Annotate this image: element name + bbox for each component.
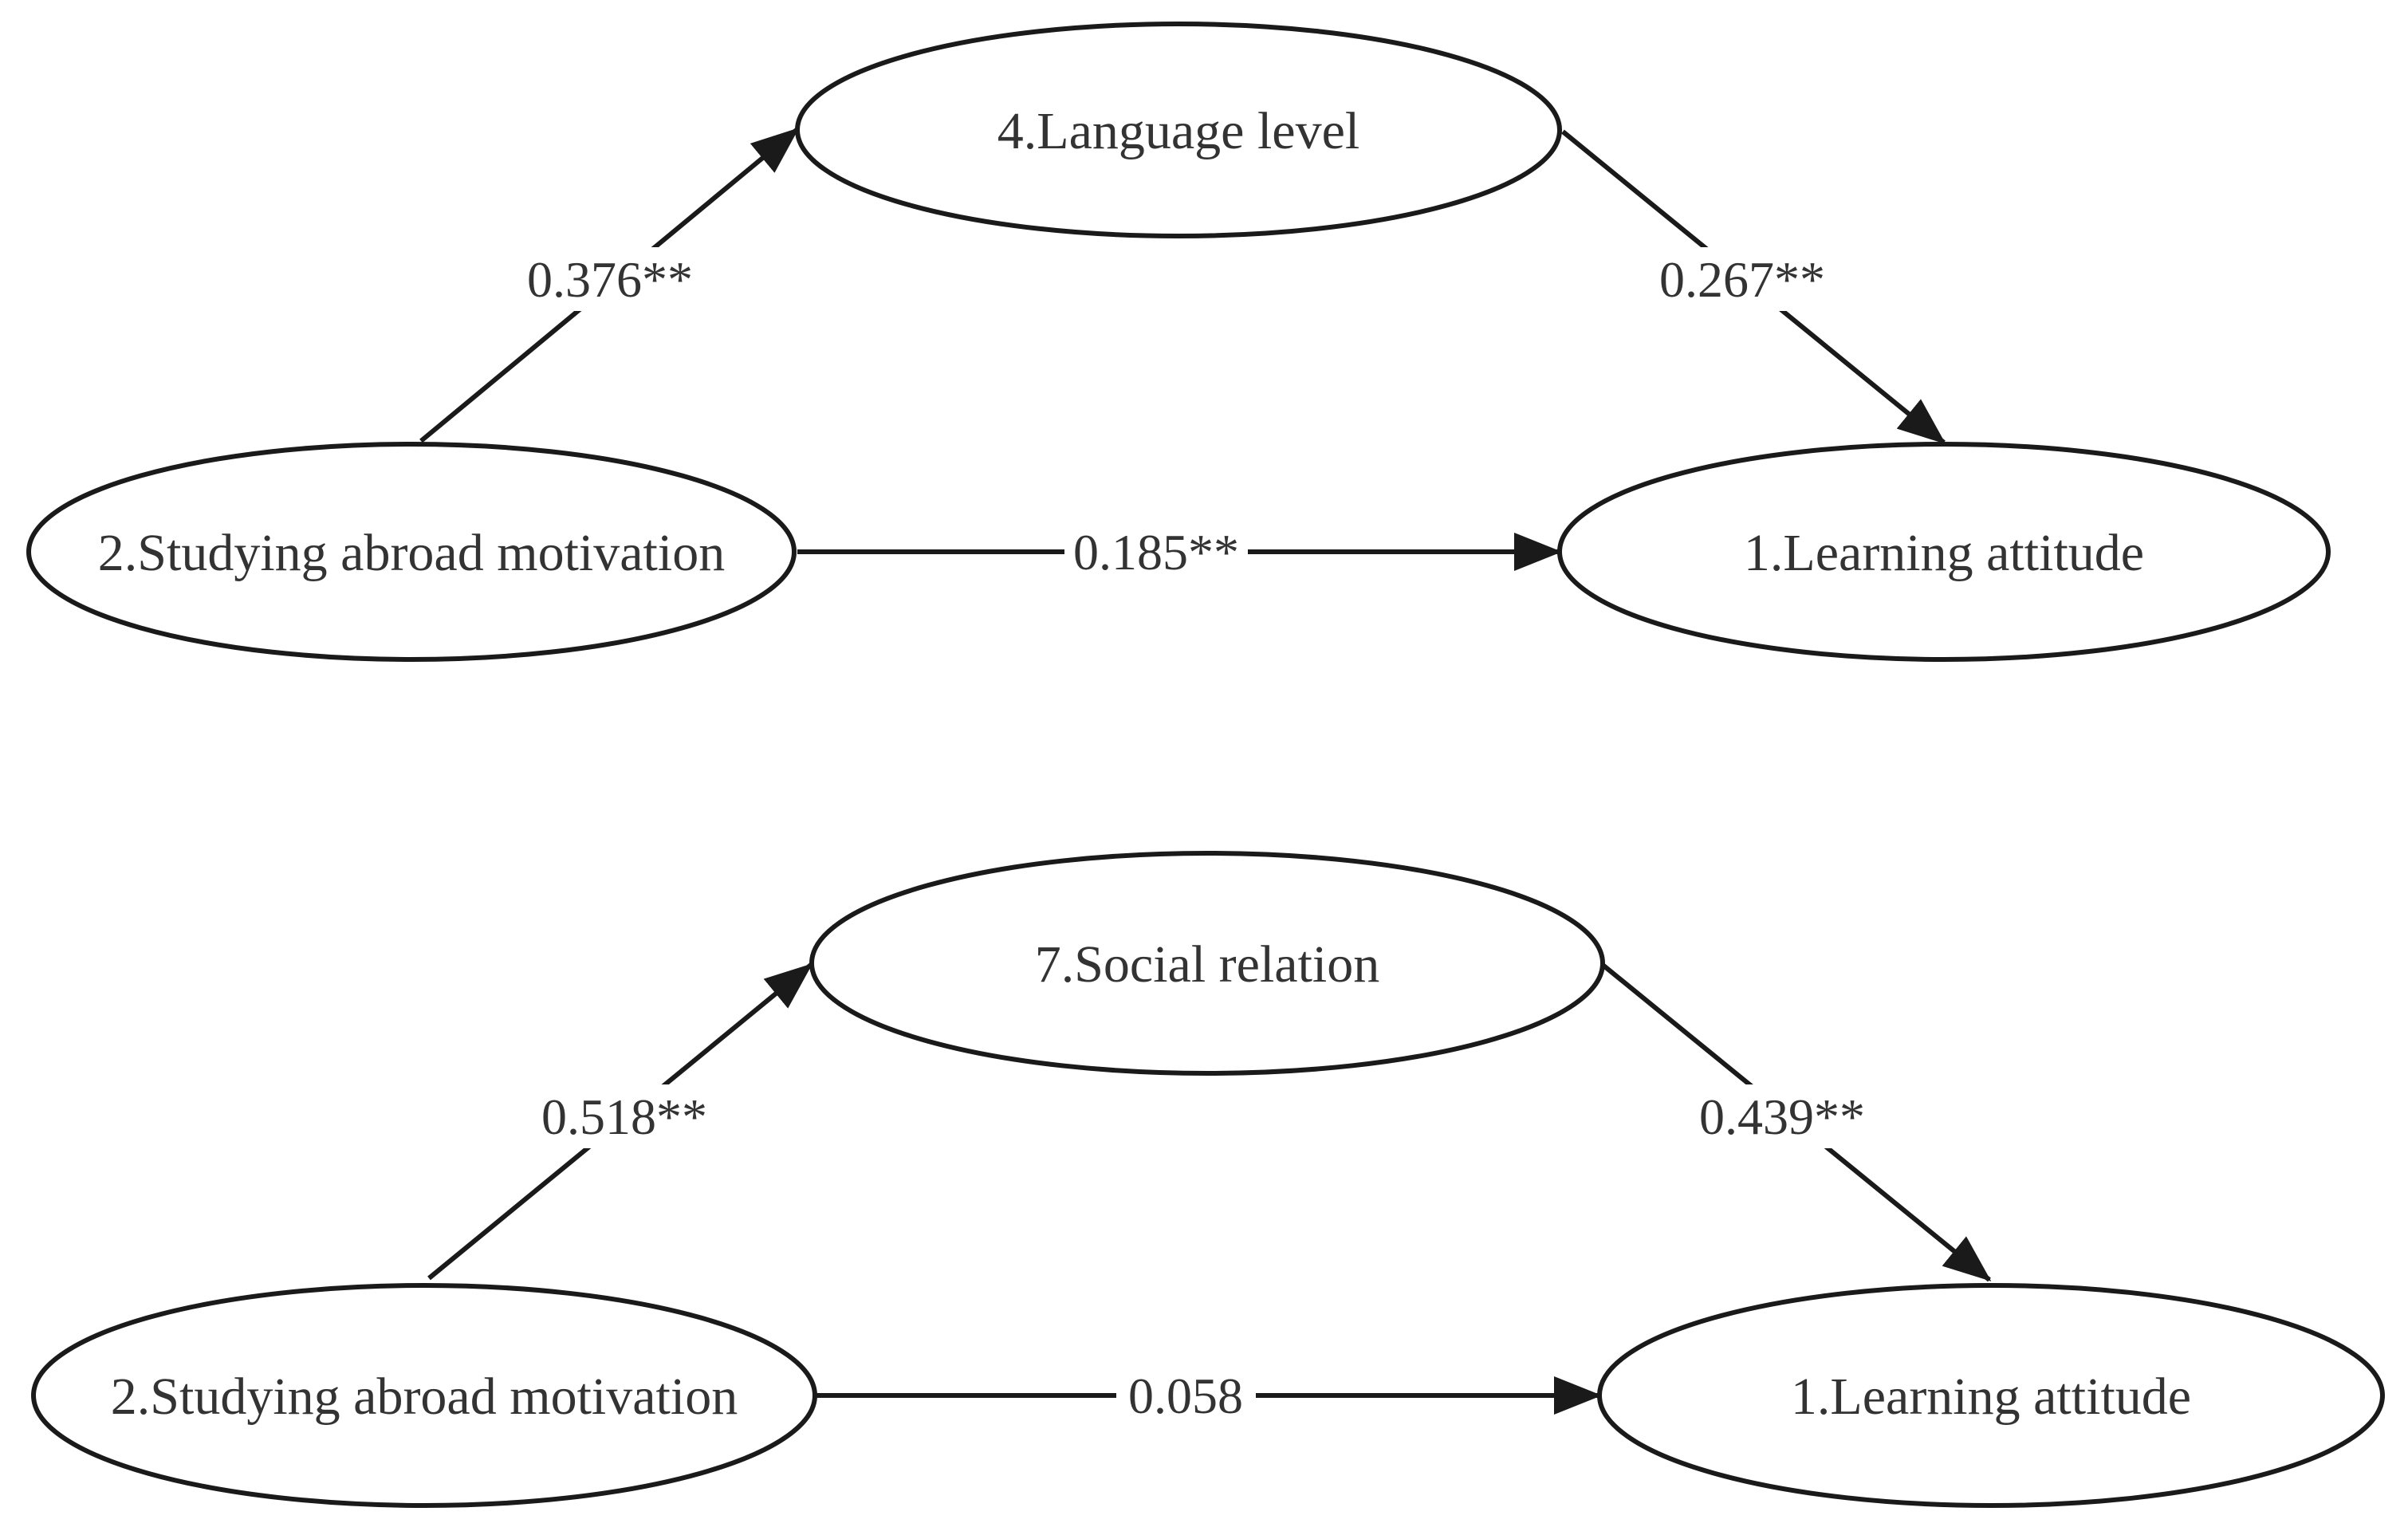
mediator-label: 4.Language level	[997, 102, 1359, 160]
path-c-coefficient: 0.185**	[1073, 524, 1239, 581]
outcome-label: 1.Learning attitude	[1744, 524, 2144, 582]
outcome-node	[1597, 1283, 2385, 1508]
outcome-node	[1557, 442, 2331, 662]
predictor-label: 2.Studying abroad motivation	[98, 524, 725, 582]
path-c-coefficient: 0.058	[1128, 1368, 1243, 1424]
path-b-coefficient: 0.267**	[1659, 251, 1825, 308]
outcome-label: 1.Learning attitude	[1791, 1368, 2191, 1426]
path-a-coefficient: 0.518**	[541, 1088, 707, 1145]
mediator-node	[795, 22, 1562, 238]
mediator-label: 7.Social relation	[1035, 935, 1380, 994]
mediation-model-language-level: 4.Language level 2.Studying abroad motiv…	[26, 22, 2331, 662]
predictor-node	[31, 1283, 817, 1508]
predictor-label: 2.Studying abroad motivation	[111, 1368, 738, 1426]
path-b-coefficient: 0.439**	[1699, 1088, 1865, 1145]
mediator-node	[809, 851, 1605, 1076]
mediation-model-social-relation: 7.Social relation 2.Studying abroad moti…	[31, 851, 2385, 1508]
predictor-node	[26, 442, 797, 662]
path-a-coefficient: 0.376**	[527, 251, 693, 308]
